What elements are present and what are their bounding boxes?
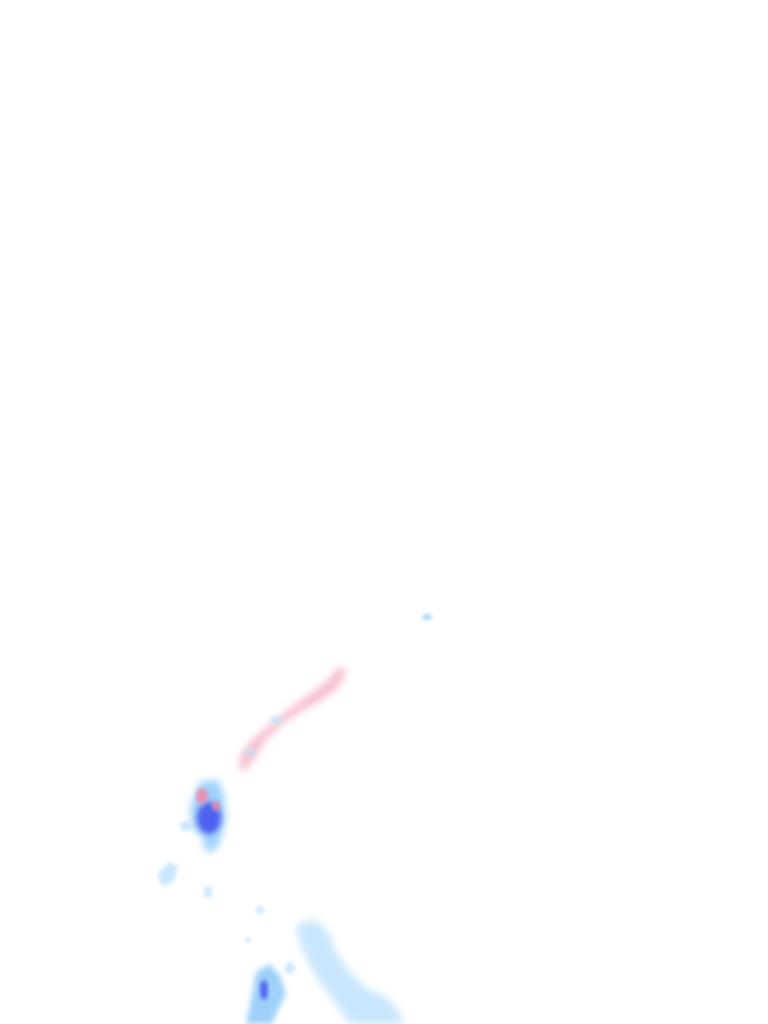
precip-cell-light [245, 748, 255, 756]
precip-cell-speck [422, 614, 432, 620]
precip-cell-storm-mixed [212, 801, 220, 811]
precip-cell-light [158, 862, 178, 886]
precip-cell-heavy [260, 980, 268, 1000]
precip-cell-light [270, 716, 282, 724]
precip-cell-light [245, 937, 251, 943]
precip-cell-storm-light [180, 821, 192, 831]
precip-band-mixed [238, 666, 346, 770]
precip-cell-light [256, 906, 264, 914]
precip-region-light [296, 920, 404, 1024]
precip-cell-light [204, 886, 212, 898]
precip-cell-light [285, 962, 295, 974]
precip-cell-storm-mixed [196, 788, 208, 804]
